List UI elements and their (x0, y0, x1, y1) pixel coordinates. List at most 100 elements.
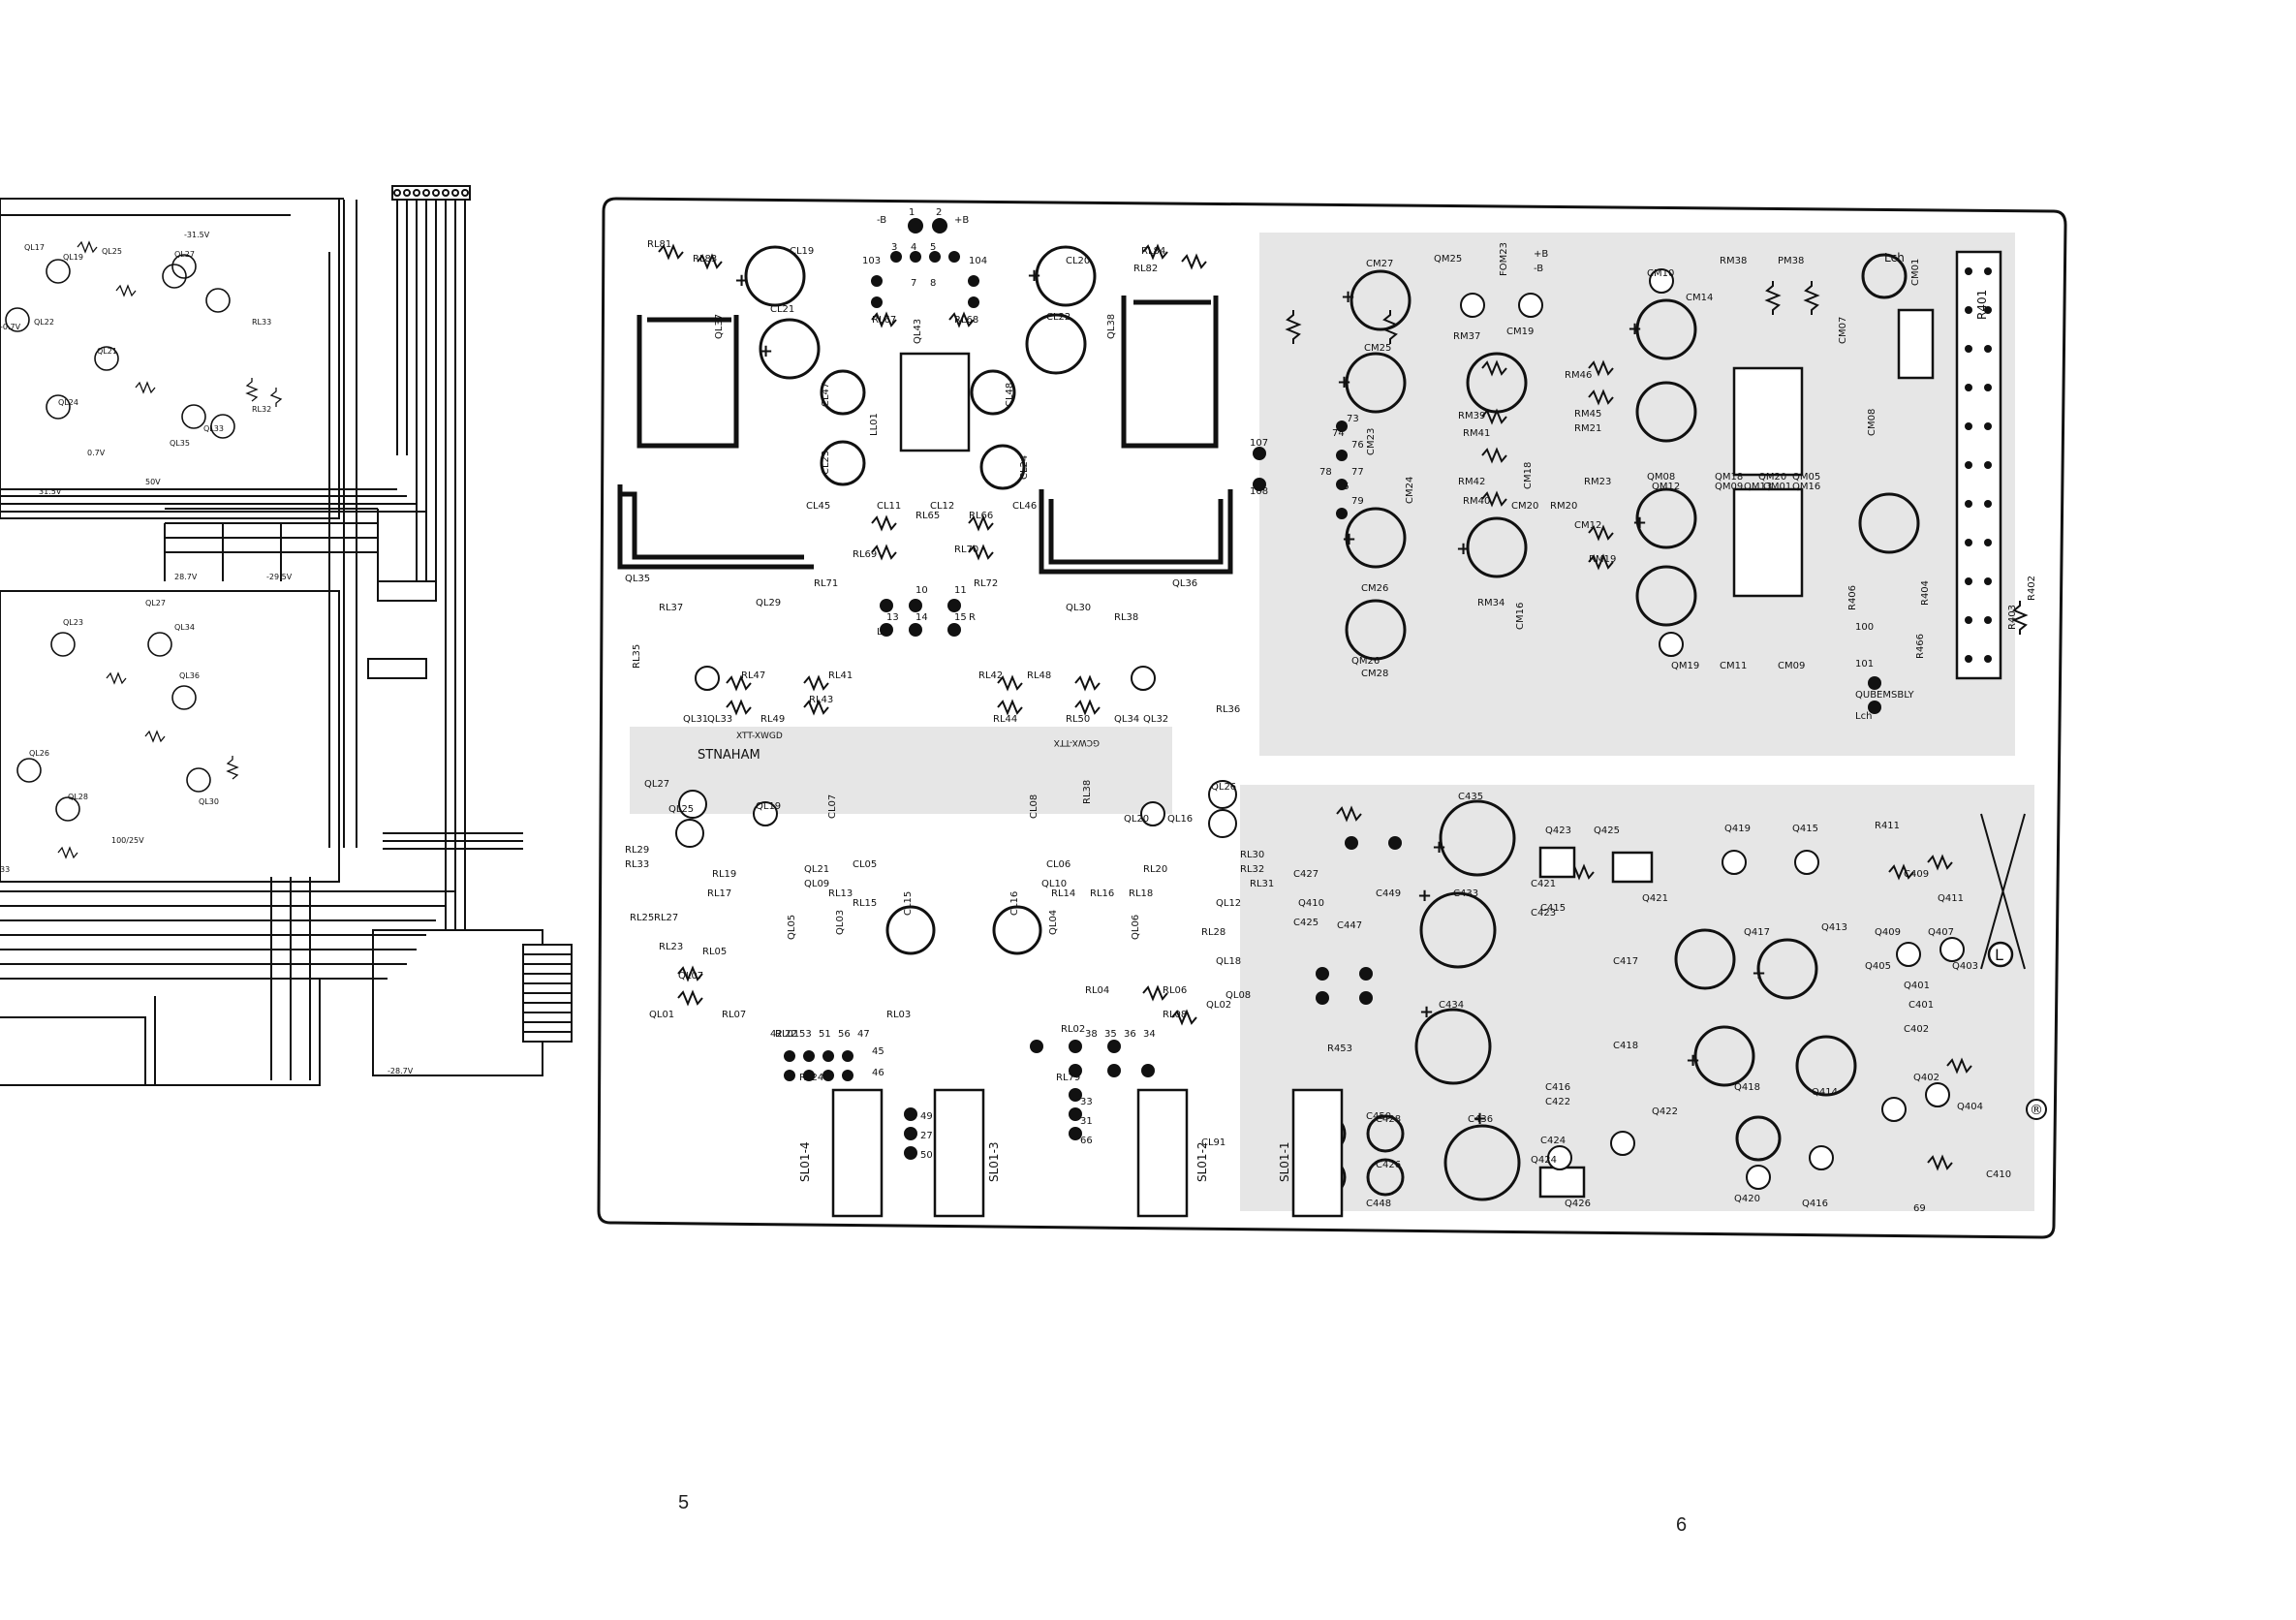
terminal-number: 33 (1080, 1097, 1093, 1107)
resistors (658, 243, 2029, 1171)
pcb-label: RL82 (1133, 264, 1158, 274)
pcb-label: RL65 (915, 511, 940, 521)
pcb-label: RL15 (853, 898, 877, 909)
pcb-label: RL17 (707, 888, 731, 899)
terminal-number: 47 (857, 1029, 870, 1040)
pcb-label: RL50 (1066, 714, 1090, 725)
polarity-label: -B (1534, 264, 1543, 274)
pcb-label: CL47 (821, 383, 831, 407)
pcb-label: R406 (1847, 585, 1858, 610)
terminal-number: 5 (930, 242, 936, 253)
pcb-label: RL07 (722, 1010, 746, 1020)
terminal-number: 27 (920, 1131, 933, 1141)
pcb-label: C428 (1376, 1114, 1401, 1125)
terminal-number: 77 (1351, 467, 1364, 478)
pcb-label: QL16 (1167, 814, 1193, 825)
pcb-label: QM18 (1715, 472, 1743, 483)
channel-label: Lch (1884, 251, 1905, 265)
pcb-label: CL23 (821, 451, 831, 475)
pcb-label: RL25 (630, 913, 654, 923)
terminal-number: 4 (911, 242, 916, 253)
pcb-label: RL68 (954, 315, 978, 326)
pcb-label: Q422 (1652, 1106, 1678, 1117)
pcb-label: CM09 (1778, 661, 1805, 671)
pcb-label: QM09 (1715, 482, 1743, 492)
terminal-number: 14 (915, 612, 928, 623)
pcb-label: QL36 (1172, 578, 1197, 589)
schematic-label: RL32 (252, 405, 271, 414)
pcb-label: CM23 (1366, 428, 1377, 455)
pcb-label: R402 (2027, 576, 2037, 601)
pcb-label: C427 (1293, 869, 1319, 880)
pcb-label: CM14 (1686, 293, 1713, 303)
svg-text:+: + (1432, 837, 1446, 857)
terminal-number: 7 (911, 278, 916, 289)
pcb-label: RL20 (1143, 864, 1167, 875)
terminal-number: 3 (891, 242, 897, 253)
terminal-number: 49 (920, 1111, 933, 1122)
pcb-label: Q404 (1957, 1102, 1983, 1112)
schematic-label: QL36 (179, 671, 200, 680)
pcb-label: R403 (2007, 605, 2018, 630)
svg-text:+: + (1686, 1050, 1700, 1071)
pcb-label: QM12 (1652, 482, 1680, 492)
pcb-label: CM20 (1511, 501, 1538, 512)
schematic-label: QL25 (102, 247, 122, 256)
capacitor-value: 50V (145, 478, 161, 486)
switch-label: -28.7V (388, 1067, 414, 1075)
voltage-label: 0.7V (87, 449, 106, 457)
pcb-label: RL67 (872, 315, 896, 326)
pcb-label: RL23 (659, 942, 683, 952)
stamp-text: GCWX-TTX (1054, 737, 1100, 747)
terminal-number: 15 (954, 612, 967, 623)
board-outline (597, 197, 2067, 1239)
switch-blocks (831, 250, 2002, 1218)
schematic-label: QL21 (97, 347, 117, 356)
pcb-label: Q420 (1734, 1194, 1760, 1204)
cable-connector-top (391, 185, 471, 201)
pcb-label: CL46 (1012, 501, 1037, 512)
pcb-label: RL08 (1163, 1010, 1187, 1020)
pcb-label: Q418 (1734, 1082, 1760, 1093)
pcb-label: RL81 (647, 239, 671, 250)
pcb-label: RL31 (1250, 879, 1274, 889)
pcb-label: QL12 (1216, 898, 1241, 909)
capacitor-value: 33 (0, 865, 10, 874)
pcb-label: RL27 (654, 913, 678, 923)
pcb-label: RL42 (978, 670, 1003, 681)
pcb-label: C422 (1545, 1097, 1570, 1107)
pcb-label: CM10 (1647, 268, 1674, 279)
pcb-label: CM26 (1361, 583, 1388, 594)
terminal-number: 1 (909, 207, 915, 218)
terminal-number: 104 (969, 256, 987, 266)
pcb-label: RL19 (712, 869, 736, 880)
pcb-label: CL11 (877, 501, 901, 512)
pcb-label: RM37 (1453, 331, 1480, 342)
pcb-label: CL20 (1066, 256, 1090, 266)
pcb-label: QL04 (1048, 910, 1059, 935)
pcb-label: R466 (1915, 634, 1926, 659)
pcb-label: QM16 (1792, 482, 1820, 492)
pcb-label: QL26 (1211, 782, 1236, 793)
pcb-label: RL72 (974, 578, 998, 589)
pcb-label: 69 (1913, 1203, 1926, 1214)
switch-label: SL01-1 (1278, 1141, 1291, 1182)
pcb-label: Q421 (1642, 893, 1668, 904)
pcb-label: RM20 (1550, 501, 1577, 512)
pcb-label: CL07 (827, 794, 838, 819)
pcb-label: PM38 (1778, 256, 1804, 266)
pcb-label: C417 (1613, 956, 1638, 967)
board-L-mark: L (1995, 946, 2003, 964)
schematic-label: RL33 (252, 318, 271, 327)
pcb-board: +++ +++ +++ +++ +++ (597, 197, 2067, 1239)
pcb-labels: RL81 RL83 CL19 CL20 RL84 RL82 QL37 QL38 … (625, 207, 2037, 1214)
schematic-label: QL26 (29, 749, 49, 758)
pcb-label: QL37 (714, 314, 725, 339)
pcb-label: Q413 (1821, 922, 1847, 933)
pcb-label: C425 (1293, 918, 1319, 928)
pcb-label: RM34 (1477, 598, 1505, 608)
pcb-label: RL49 (760, 714, 785, 725)
terminal-number: 74 (1332, 428, 1345, 439)
pcb-label: C410 (1986, 1169, 2011, 1180)
pcb-label: CL08 (1029, 794, 1039, 819)
